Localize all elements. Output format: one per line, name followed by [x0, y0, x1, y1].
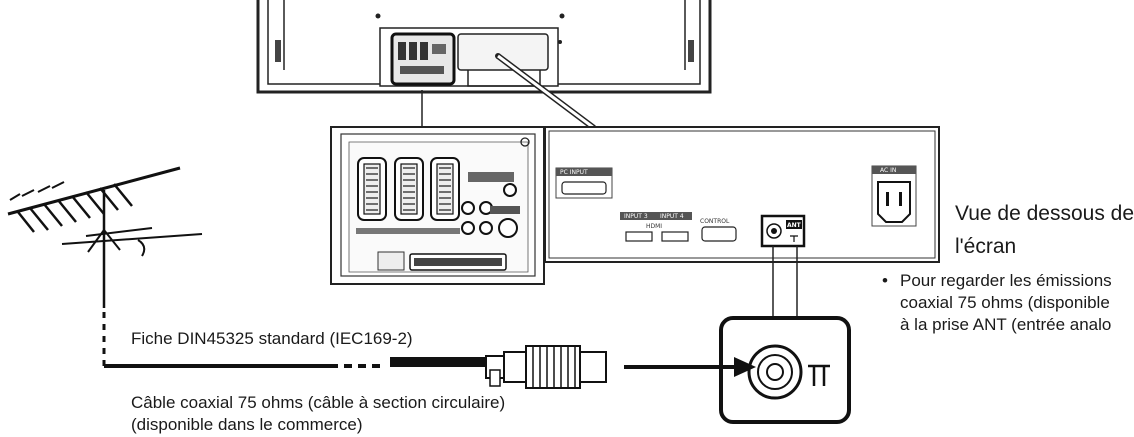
scart-panel-zoom — [330, 126, 545, 285]
rca-jacks — [461, 183, 518, 238]
input3-label: INPUT 3 — [624, 213, 648, 220]
plug-label: Fiche DIN45325 standard (IEC169-2) — [131, 329, 413, 348]
note-line1: Pour regarder les émissions — [900, 271, 1112, 290]
hdmi-ports: INPUT 3 INPUT 4 HDMI — [620, 212, 692, 242]
tv-terminal-recess — [379, 27, 559, 87]
scart-connector — [394, 157, 424, 221]
control-port: CONTROL — [700, 218, 737, 242]
underside-panel-zoom: PC INPUT INPUT 3 INPUT 4 HDMI CONTROL AN… — [544, 126, 940, 263]
note-line2: coaxial 75 ohms (disponible — [900, 293, 1110, 312]
underside-label-line1: Vue de dessous de — [955, 202, 1134, 225]
underside-label-line2: l'écran — [955, 235, 1017, 258]
input4-label: INPUT 4 — [660, 213, 684, 220]
coaxial-cable — [104, 357, 486, 368]
tv-rear-outline — [256, 0, 712, 94]
scart-connector — [430, 157, 460, 221]
cable-label-line1: Câble coaxial 75 ohms (câble à section c… — [131, 393, 506, 412]
cable-label: Câble coaxial 75 ohms (câble à section c… — [131, 392, 505, 436]
control-label: CONTROL — [700, 218, 730, 225]
din-plug — [485, 345, 607, 389]
underside-view-label: Vue de dessous de l'écran — [955, 197, 1134, 263]
ant-label: ANT — [787, 222, 802, 229]
pc-input-label: PC INPUT — [560, 169, 588, 176]
cable-label-line2: (disponible dans le commerce) — [131, 415, 363, 434]
leader-lines — [421, 53, 596, 131]
ac-in-socket: AC IN — [871, 165, 917, 227]
ant-callout — [772, 246, 798, 320]
hdmi-label: HDMI — [646, 223, 662, 230]
reception-note: • Pour regarder les émissions coaxial 75 … — [882, 270, 1112, 336]
bullet-icon: • — [882, 271, 888, 290]
insertion-arrow — [624, 357, 756, 377]
ant-jack-enlarged — [719, 316, 851, 424]
ant-terminal: ANT — [760, 214, 806, 248]
note-line3: à la prise ANT (entrée analo — [900, 315, 1112, 334]
antenna — [7, 166, 203, 366]
scart-connector — [357, 157, 387, 221]
pc-input-port: PC INPUT — [555, 167, 613, 199]
ac-in-label: AC IN — [880, 167, 896, 174]
